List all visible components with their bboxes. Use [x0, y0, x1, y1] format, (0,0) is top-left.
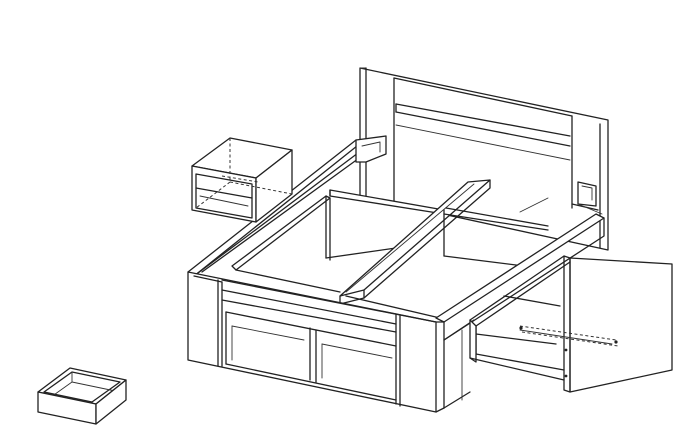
storage-drawer-pulled-out: [469, 255, 673, 393]
nightstand: [191, 137, 293, 223]
small-drawer-detached: [37, 367, 127, 425]
headboard: [359, 67, 609, 251]
